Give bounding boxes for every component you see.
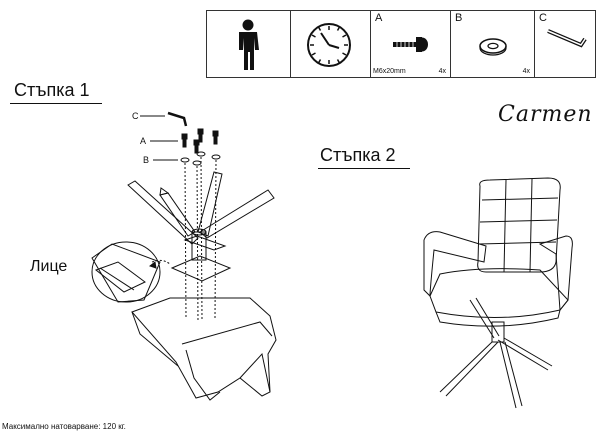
part-b-qty: 4x [522, 68, 530, 75]
allen-key-icon [547, 29, 587, 48]
washer-icon [479, 38, 507, 56]
label-b: B [143, 155, 150, 165]
person-icon [239, 19, 259, 70]
person-cell [207, 11, 291, 77]
step1-title: Стъпка 1 [14, 80, 90, 100]
bolt-icon [393, 37, 428, 52]
part-b-cell: B 4x [451, 11, 535, 77]
label-c: C [132, 111, 139, 121]
brand-logo: Carmen [498, 102, 593, 127]
time-cell [291, 11, 371, 77]
step1-underline [10, 103, 102, 104]
part-a-cell: A M6x20mm 4x [371, 11, 451, 77]
part-a-letter: A [375, 12, 383, 24]
parts-table: A M6x20mm 4x B 4x C [206, 10, 596, 78]
part-b-letter: B [455, 12, 463, 24]
part-a-spec: M6x20mm [373, 68, 406, 75]
step2-title: Стъпка 2 [320, 145, 396, 165]
label-a: A [140, 136, 147, 146]
max-load-note: Максимално натоварване: 120 кг. [2, 422, 126, 431]
part-a-qty: 4x [438, 68, 446, 75]
clock-icon [307, 23, 351, 67]
part-c-cell: C [535, 11, 595, 77]
part-c-letter: C [539, 12, 547, 24]
step2-underline [318, 168, 410, 169]
label-face: Лице [30, 258, 68, 275]
